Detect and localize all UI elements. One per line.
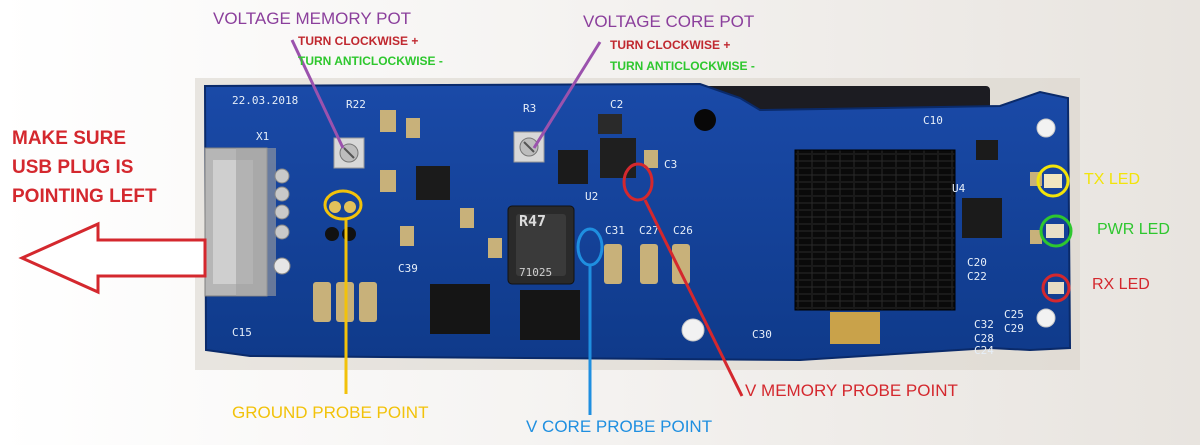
usb-warning: MAKE SURE USB PLUG IS POINTING LEFT	[12, 124, 157, 211]
mounting-hole	[681, 318, 705, 342]
heatsink	[794, 149, 956, 311]
pwr-led-part	[1046, 224, 1064, 238]
silk-r3: R3	[523, 102, 536, 115]
silk-c24: C24	[974, 344, 994, 357]
ground-probe-marker	[323, 189, 363, 221]
vcore-probe-label: V CORE PROBE POINT	[526, 417, 713, 436]
ground-pad	[344, 201, 356, 213]
left-arrow-icon	[18, 221, 207, 295]
usb-connector-shell	[236, 148, 276, 296]
silk-c22: C22	[967, 270, 987, 283]
vcore-probe-marker	[576, 227, 604, 267]
usb-warning-line: USB PLUG IS	[12, 157, 134, 178]
via	[342, 227, 356, 241]
silk-c10: C10	[923, 114, 943, 127]
tx-led-part	[1044, 174, 1062, 188]
core-pot-anticlockwise: TURN ANTICLOCKWISE -	[610, 59, 755, 73]
usb-pin	[274, 168, 290, 184]
mounting-hole	[694, 109, 716, 131]
mounting-hole	[1036, 308, 1056, 328]
mounting-hole	[1036, 118, 1056, 138]
ic-chip	[416, 166, 450, 200]
core-pot-clockwise: TURN CLOCKWISE +	[610, 38, 731, 52]
memory-pot-title: VOLTAGE MEMORY POT	[213, 9, 412, 28]
thermal-pad	[830, 312, 880, 344]
usb-pin	[273, 257, 291, 275]
rx-led-marker	[1041, 273, 1071, 303]
usb-pin	[274, 224, 290, 240]
mosfet	[430, 284, 490, 334]
vmemory-probe-pointer	[643, 199, 744, 397]
silk-c28: C28	[974, 332, 994, 345]
via	[325, 227, 339, 241]
tx-led-marker	[1036, 164, 1070, 198]
core-pot-title: VOLTAGE CORE POT	[583, 12, 755, 31]
rx-led-part	[1048, 282, 1064, 294]
ground-probe-label: GROUND PROBE POINT	[232, 403, 429, 422]
mosfet	[520, 290, 580, 340]
memory-pot-anticlockwise: TURN ANTICLOCKWISE -	[298, 54, 443, 68]
pwr-led-label: PWR LED	[1097, 221, 1170, 238]
vmemory-probe-marker	[622, 162, 654, 202]
pwr-led-marker	[1039, 214, 1073, 248]
rx-led-label: RX LED	[1092, 276, 1150, 293]
ic-chip	[600, 138, 636, 178]
board-date: 22.03.2018	[232, 94, 298, 107]
tx-led-label: TX LED	[1084, 171, 1141, 188]
memory-pot-clockwise: TURN CLOCKWISE +	[298, 34, 419, 48]
silk-c26: C26	[673, 224, 693, 237]
inductor-marking-top: R47	[519, 212, 546, 230]
ic-chip	[598, 114, 622, 134]
ic-chip	[962, 198, 1002, 238]
ground-pad	[329, 201, 341, 213]
silk-c15: C15	[232, 326, 252, 339]
core-pot-pointer	[532, 41, 602, 149]
silk-u4: U4	[952, 182, 966, 195]
silk-c27: C27	[639, 224, 659, 237]
silk-r22: R22	[346, 98, 366, 111]
silk-c25: C25	[1004, 308, 1024, 321]
silk-c30: C30	[752, 328, 772, 341]
silk-c3: C3	[664, 158, 677, 171]
silk-c31: C31	[605, 224, 625, 237]
memory-pot-pointer	[290, 39, 345, 149]
silk-c39: C39	[398, 262, 418, 275]
usb-warning-line: POINTING LEFT	[12, 186, 157, 207]
ic-chip	[976, 140, 998, 160]
ic-chip	[558, 150, 588, 184]
silk-c32: C32	[974, 318, 994, 331]
vmemory-probe-label: V MEMORY PROBE POINT	[745, 381, 958, 400]
usb-pin	[274, 186, 290, 202]
silk-u2: U2	[585, 190, 598, 203]
usb-pin	[274, 204, 290, 220]
silk-x1: X1	[256, 130, 269, 143]
silk-c2: C2	[610, 98, 623, 111]
usb-warning-line: MAKE SURE	[12, 128, 127, 149]
silk-c29: C29	[1004, 322, 1024, 335]
silk-c20: C20	[967, 256, 987, 269]
inductor-marking-bottom: 71025	[519, 266, 552, 279]
